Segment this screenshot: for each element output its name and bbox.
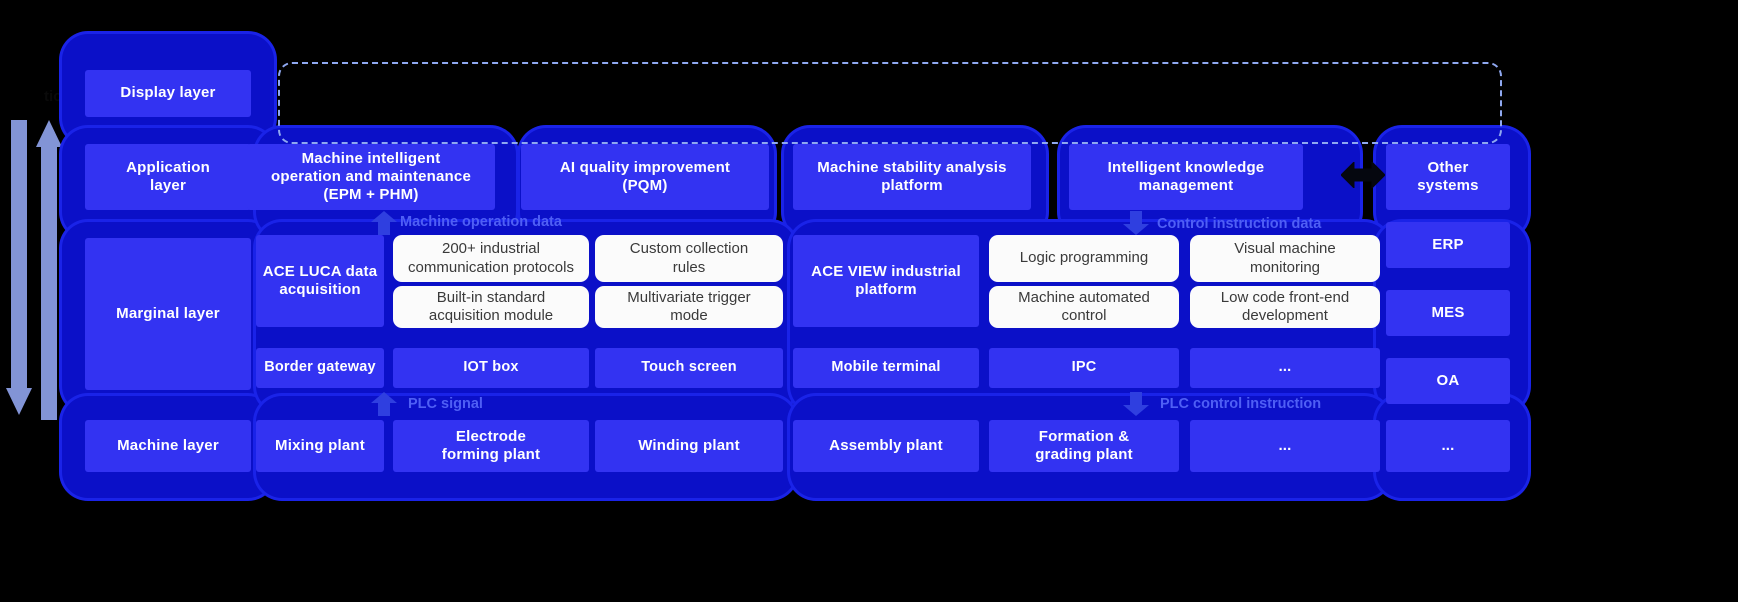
machine-box-assembly-plant[interactable]: Assembly plant [793,420,979,472]
marginal-platform-ace-luca[interactable]: ACE LUCA data acquisition [256,235,384,327]
machine-box-more[interactable]: ... [1190,420,1380,472]
marginal-card-builtin-standard-module[interactable]: Built-in standard acquisition module [393,286,589,328]
up-arrow-icon [36,120,62,420]
machine-box-electrode-forming-plant[interactable]: Electrode forming plant [393,420,589,472]
app-box-ai-quality-improvement[interactable]: AI quality improvement (PQM) [521,144,769,210]
right-column-erp[interactable]: ERP [1386,222,1510,268]
layer-label-machine[interactable]: Machine layer [85,420,251,472]
device-box-touch-screen[interactable]: Touch screen [595,348,783,388]
device-box-border-gateway[interactable]: Border gateway [256,348,384,388]
flow-label-plc-control-instruction: PLC control instruction [1160,396,1322,412]
side-arrow-group [0,120,62,420]
marginal-card-multivariate-trigger-mode[interactable]: Multivariate trigger mode [595,286,783,328]
flow-label-control-instruction-data: Control instruction data [1157,216,1322,232]
right-column-oa[interactable]: OA [1386,358,1510,404]
marginal-card-200plus-protocols[interactable]: 200+ industrial communication protocols [393,235,589,282]
bidirectional-link-arrow-icon [1340,160,1386,193]
device-box-ipc[interactable]: IPC [989,348,1179,388]
up-flow-arrow-icon [371,211,397,240]
machine-box-formation-grading-plant[interactable]: Formation & grading plant [989,420,1179,472]
marginal-card-custom-collection-rules[interactable]: Custom collection rules [595,235,783,282]
machine-box-winding-plant[interactable]: Winding plant [595,420,783,472]
marginal-card-visual-machine-monitoring[interactable]: Visual machine monitoring [1190,235,1380,282]
marginal-platform-ace-view[interactable]: ACE VIEW industrial platform [793,235,979,327]
app-box-machine-intelligent-om[interactable]: Machine intelligent operation and mainte… [247,144,495,210]
device-box-mobile-terminal[interactable]: Mobile terminal [793,348,979,388]
flow-label-plc-signal: PLC signal [408,396,483,412]
layer-label-display[interactable]: Display layer [85,70,251,117]
marginal-card-low-code-front-end-development[interactable]: Low code front-end development [1190,286,1380,328]
device-box-iot-box[interactable]: IOT box [393,348,589,388]
marginal-card-machine-automated-control[interactable]: Machine automated control [989,286,1179,328]
layer-label-marginal[interactable]: Marginal layer [85,238,251,390]
down-arrow-icon [6,120,32,420]
marginal-card-logic-programming[interactable]: Logic programming [989,235,1179,282]
down-flow-arrow-icon-2 [1123,392,1149,421]
right-column-other-systems[interactable]: Other systems [1386,144,1510,210]
up-flow-arrow-icon-2 [371,392,397,421]
down-flow-arrow-icon [1123,211,1149,240]
flow-label-machine-operation-data: Machine operation data [400,214,562,230]
app-box-intelligent-knowledge-management[interactable]: Intelligent knowledge management [1069,144,1303,210]
machine-box-mixing-plant[interactable]: Mixing plant [256,420,384,472]
layer-label-application[interactable]: Application layer [85,144,251,210]
right-column-mes[interactable]: MES [1386,290,1510,336]
device-box-more[interactable]: ... [1190,348,1380,388]
right-column-more[interactable]: ... [1386,420,1510,472]
app-box-machine-stability-analysis[interactable]: Machine stability analysis platform [793,144,1031,210]
